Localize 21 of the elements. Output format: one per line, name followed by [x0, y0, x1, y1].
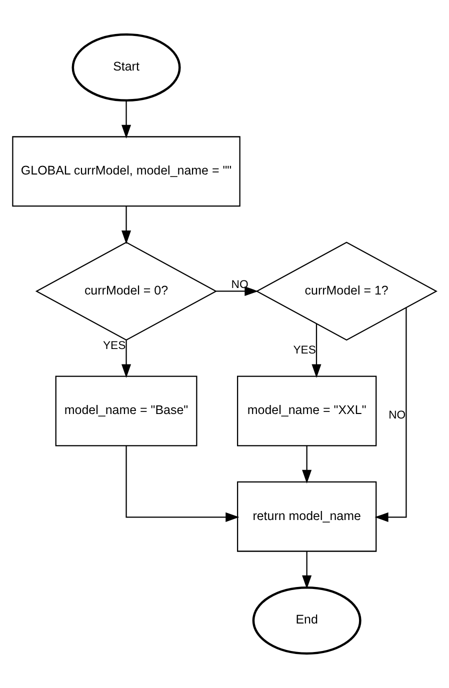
- edge-label: NO: [388, 409, 406, 422]
- node-ellipse: End: [252, 586, 362, 655]
- node-ellipse: Start: [72, 33, 181, 102]
- arrow: [302, 446, 312, 484]
- node-box: model_name = "XXL": [237, 376, 377, 446]
- node-diamond: currModel = 1?: [256, 242, 438, 341]
- node-box: return model_name: [237, 481, 377, 552]
- edge-label: YES: [293, 344, 316, 356]
- node-box: GLOBAL currModel, model_name = "": [12, 136, 240, 207]
- node-box: model_name = "Base": [55, 376, 198, 446]
- edge-label: YES: [102, 340, 126, 352]
- arrow: [374, 308, 407, 522]
- arrow: [216, 286, 258, 296]
- node-diamond: currModel = 0?: [35, 242, 218, 341]
- edge-label: NO: [231, 278, 248, 291]
- arrow: [122, 340, 132, 378]
- arrow: [122, 206, 132, 244]
- arrow: [312, 324, 322, 378]
- arrow: [302, 552, 312, 590]
- arrow: [122, 100, 132, 138]
- arrow: [126, 446, 240, 522]
